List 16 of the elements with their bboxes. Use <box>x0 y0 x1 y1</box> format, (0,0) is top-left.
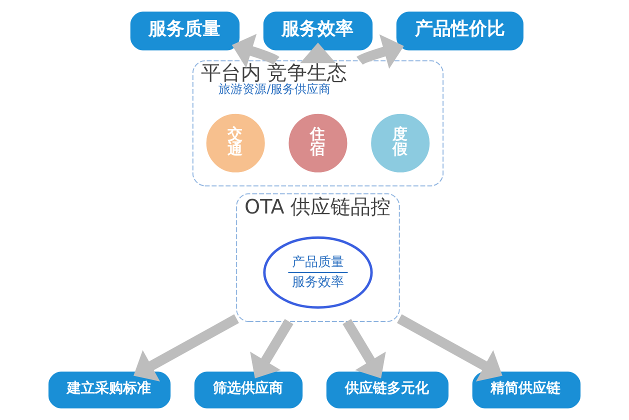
node-box: 精简供应链 <box>472 372 581 408</box>
arrow <box>250 318 294 378</box>
node-box: 建立采购标准 <box>48 372 171 408</box>
node-box: 服务效率 <box>263 12 373 50</box>
node-circle: 住宿 <box>288 114 348 172</box>
node-box: 服务质量 <box>130 12 240 50</box>
arrow <box>300 42 336 64</box>
node-box: 供应链多元化 <box>326 372 448 408</box>
node-ellipse: 产品质量 服务效率 <box>263 236 373 309</box>
node-circle: 交通 <box>206 114 265 172</box>
arrow <box>134 314 239 382</box>
node-box: 产品性价比 <box>396 12 524 50</box>
arrow <box>396 314 502 382</box>
node-box: 筛选供应商 <box>194 372 303 408</box>
node-circle: 度假 <box>371 114 430 172</box>
arrow <box>342 318 386 378</box>
